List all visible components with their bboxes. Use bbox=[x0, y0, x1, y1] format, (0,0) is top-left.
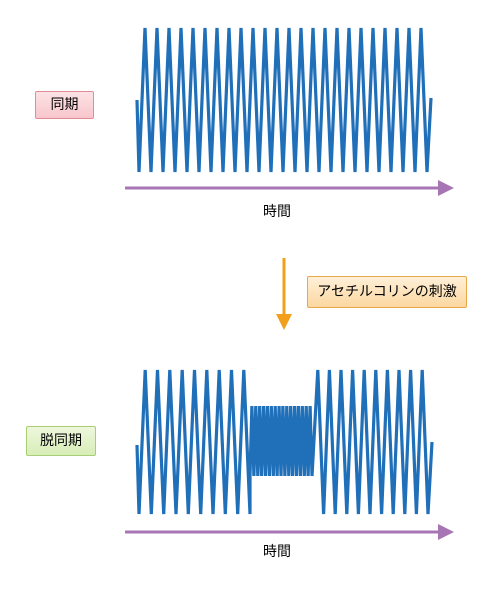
desynchronous-wave bbox=[135, 369, 434, 515]
stimulus-arrowhead bbox=[276, 314, 292, 330]
synchronous-label: 同期 bbox=[35, 91, 94, 119]
acetylcholine-stimulus-label: アセチルコリンの刺激 bbox=[307, 276, 467, 308]
synchronous-wave bbox=[135, 27, 433, 173]
time-axis-arrowhead-top bbox=[438, 180, 454, 196]
time-axis-label-top: 時間 bbox=[263, 204, 291, 220]
time-axis-arrowhead-bottom bbox=[438, 524, 454, 540]
desynchronous-label: 脱同期 bbox=[26, 426, 96, 456]
time-axis-label-bottom: 時間 bbox=[263, 544, 291, 560]
